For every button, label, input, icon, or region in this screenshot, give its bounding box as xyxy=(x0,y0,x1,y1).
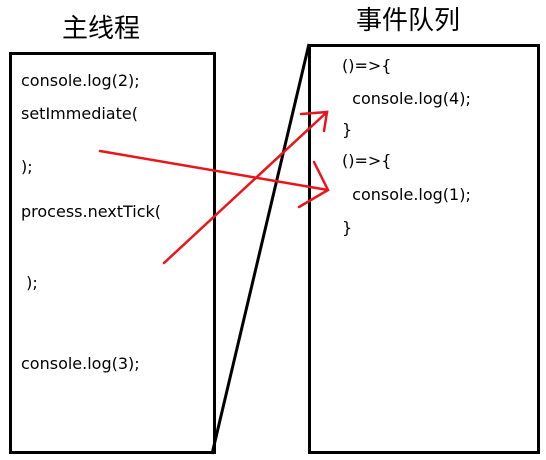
main-code-console-log-2: console.log(2); xyxy=(21,71,140,90)
main-code-set-immediate-close: ); xyxy=(21,157,33,176)
event-queue-title: 事件队列 xyxy=(356,6,461,36)
main-code-set-immediate-open: setImmediate( xyxy=(21,104,138,123)
queue-code-callback-2-open: ()=>{ xyxy=(342,151,392,170)
event-queue-box xyxy=(308,44,540,454)
queue-code-callback-1-open: ()=>{ xyxy=(342,56,392,75)
main-code-next-tick-close: ); xyxy=(21,273,38,292)
connector-line xyxy=(210,43,311,455)
queue-code-console-log-4: console.log(4); xyxy=(342,89,471,108)
queue-code-callback-2-close: } xyxy=(342,218,353,237)
main-thread-title: 主线程 xyxy=(62,14,141,44)
main-code-console-log-3: console.log(3); xyxy=(21,354,140,373)
queue-code-console-log-1: console.log(1); xyxy=(342,185,471,204)
queue-code-callback-1-close: } xyxy=(342,120,353,139)
main-code-next-tick-open: process.nextTick( xyxy=(21,202,162,221)
